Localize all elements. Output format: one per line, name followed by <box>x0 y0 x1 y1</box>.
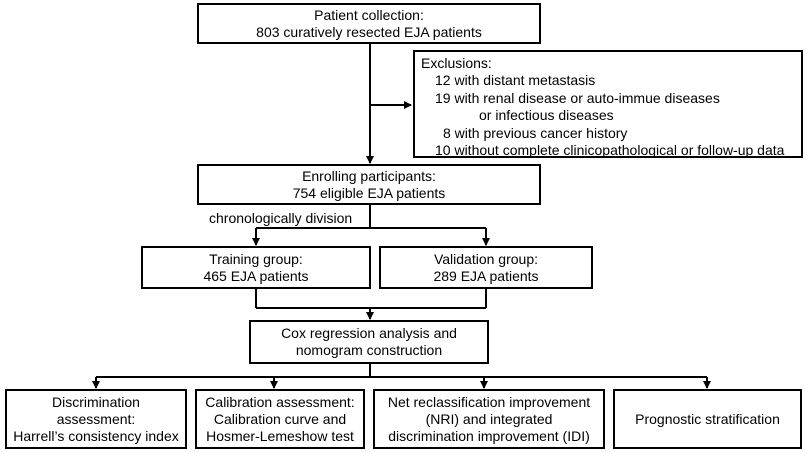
patient-collection-box: Patient collection: 803 curatively resec… <box>197 3 541 44</box>
discrimination-assessment-box: Discrimination assessment: Harrell’s con… <box>5 389 187 449</box>
discrimination-line-3: Harrell’s consistency index <box>13 427 179 444</box>
exclusions-box: Exclusions: 12 with distant metastasis 1… <box>413 50 803 158</box>
nri-line-3: discrimination improvement (IDI) <box>388 427 590 444</box>
cox-line-2: nomogram construction <box>295 342 443 358</box>
exclusion-item: 19 with renal disease or auto-immue dise… <box>435 89 720 106</box>
calibration-line-1: Calibration assessment: <box>205 393 355 410</box>
validation-line-2: 289 EJA patients <box>433 267 539 284</box>
cox-line-1: Cox regression analysis and <box>281 325 457 341</box>
discrimination-line-1: Discrimination <box>52 393 140 410</box>
enrolling-participants-box: Enrolling participants: 754 eligible EJA… <box>197 164 541 205</box>
exclusion-item: 8 with previous cancer history <box>443 124 628 141</box>
training-line-1: Training group: <box>209 250 303 267</box>
exclusion-item: 12 with distant metastasis <box>435 72 596 89</box>
prognostic-stratification-box: Prognostic stratification <box>613 389 802 449</box>
patient-collection-line-1: Patient collection: <box>314 6 424 23</box>
validation-line-1: Validation group: <box>433 250 539 267</box>
enrolling-line-1: Enrolling participants: <box>302 167 436 184</box>
nri-line-2: (NRI) and integrated <box>425 410 553 427</box>
training-line-2: 465 EJA patients <box>203 267 309 284</box>
enrolling-line-2: 754 eligible EJA patients <box>292 184 446 201</box>
patient-collection-line-2: 803 curatively resected EJA patients <box>256 23 482 40</box>
exclusion-item: 10 without complete clinicopathological … <box>435 142 785 159</box>
exclusion-item-continuation: or infectious diseases <box>479 107 614 124</box>
calibration-assessment-box: Calibration assessment: Calibration curv… <box>195 389 365 449</box>
nri-idi-box: Net reclassification improvement (NRI) a… <box>373 389 605 449</box>
training-group-box: Training group: 465 EJA patients <box>141 246 371 289</box>
nri-line-1: Net reclassification improvement <box>387 393 591 410</box>
exclusions-title: Exclusions: <box>421 55 492 71</box>
discrimination-line-2: assessment: <box>56 410 136 427</box>
calibration-line-2: Calibration curve and <box>213 410 347 427</box>
stratification-line-1: Prognostic stratification <box>635 410 780 427</box>
validation-group-box: Validation group: 289 EJA patients <box>379 246 593 289</box>
chronological-division-label: chronologically division <box>207 210 355 226</box>
calibration-line-3: Hosmer-Lemeshow test <box>206 427 354 444</box>
cox-regression-box: Cox regression analysis and nomogram con… <box>249 320 489 364</box>
